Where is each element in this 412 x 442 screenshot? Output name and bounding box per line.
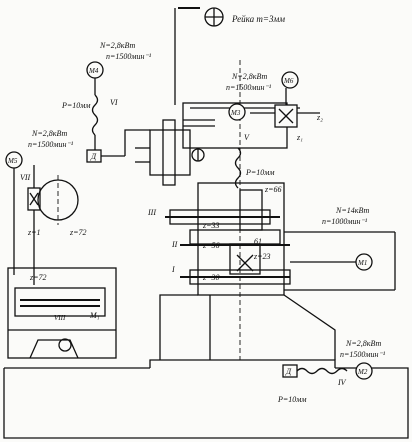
motor-m6-label: M6 bbox=[283, 77, 294, 85]
shaft-iv-label: IV bbox=[337, 378, 347, 387]
motor-m3-label: M3 bbox=[230, 109, 241, 117]
motor-m5-label: M5 bbox=[7, 157, 18, 165]
m1-drive: M1 N=14кВт n=1000мин⁻¹ bbox=[322, 206, 373, 271]
table-feed: z=72 VIII M₁ bbox=[29, 273, 100, 322]
gear-z30: z=30 bbox=[202, 273, 220, 282]
m4-speed: n=1500мин⁻¹ bbox=[106, 52, 152, 61]
machine-bed bbox=[3, 359, 409, 439]
shaft-i-label: I bbox=[171, 265, 175, 274]
m3-drive: M3 bbox=[183, 103, 246, 127]
gear-z72-table: z=72 bbox=[29, 273, 47, 282]
clutch-d-bottom: Д bbox=[285, 367, 292, 376]
m6-power: N=2,8кВт bbox=[231, 72, 267, 81]
m5-power: N=2,8кВт bbox=[31, 129, 67, 138]
screw-p10-center: P=10мм bbox=[245, 168, 275, 177]
shaft-vi-label: VI bbox=[110, 98, 118, 107]
gearbox: III II I z=66 z=33 z=56 61 z=23 z=30 bbox=[147, 185, 396, 291]
m1-power: N=14кВт bbox=[335, 206, 369, 215]
m4-power: N=2,8кВт bbox=[99, 41, 135, 50]
m5-drive: M5 N=2,8кВт n=1500мин⁻¹ VII z=1 z=72 bbox=[5, 129, 87, 285]
screw-p40: P=10мм bbox=[61, 101, 91, 110]
motor-m4-label: M4 bbox=[88, 67, 99, 75]
m2-power: N=2,8кВт bbox=[345, 339, 381, 348]
rack-assembly: Рейка m=3мм bbox=[174, 7, 285, 105]
m1-speed: n=1000мин⁻¹ bbox=[322, 217, 368, 226]
clutch-d-top: Д bbox=[90, 152, 97, 161]
m6-speed: n=1500мин⁻¹ bbox=[226, 83, 272, 92]
gear-z2-top: z₂ bbox=[316, 113, 323, 122]
m4-drive: M4 N=2,8кВт n=1500мин⁻¹ Д P=10мм VI bbox=[61, 41, 152, 163]
m6-drive: M6 N=2,8кВт n=1500мин⁻¹ z₂ z₁ bbox=[190, 71, 323, 142]
gear-z72-left: z=72 bbox=[69, 228, 87, 237]
shaft-v-label: V bbox=[244, 133, 250, 142]
motor-m1-label: M1 bbox=[357, 259, 367, 267]
shaft-viii-label: VIII bbox=[54, 314, 66, 322]
m5-speed: n=1500мин⁻¹ bbox=[28, 140, 74, 149]
clutch-m1-label: M₁ bbox=[89, 311, 100, 320]
gear-z66: z=66 bbox=[264, 185, 282, 194]
gear-z23: z=23 bbox=[253, 252, 271, 261]
m2-drive: Д M2 N=2,8кВт n=1500мин⁻¹ IV P=10мм bbox=[277, 339, 386, 404]
gear-z1-left: z=1 bbox=[27, 228, 41, 237]
shaft-ii-label: II bbox=[171, 240, 178, 249]
gear-z56: z=56 bbox=[202, 241, 220, 250]
screw-p10-bottom: P=10мм bbox=[277, 395, 307, 404]
gear-z1-top: z₁ bbox=[296, 133, 303, 142]
motor-m2-label: M2 bbox=[357, 368, 368, 376]
shaft-vii-label: VII bbox=[20, 173, 31, 182]
gear-z33: z=33 bbox=[202, 221, 220, 230]
rack-label: Рейка m=3мм bbox=[231, 14, 285, 24]
m2-speed: n=1500мин⁻¹ bbox=[340, 350, 386, 359]
gear-z61: 61 bbox=[254, 237, 262, 246]
spindle-head: V P=10мм bbox=[135, 119, 275, 189]
left-column bbox=[7, 267, 117, 359]
shaft-iii-label: III bbox=[147, 208, 156, 217]
